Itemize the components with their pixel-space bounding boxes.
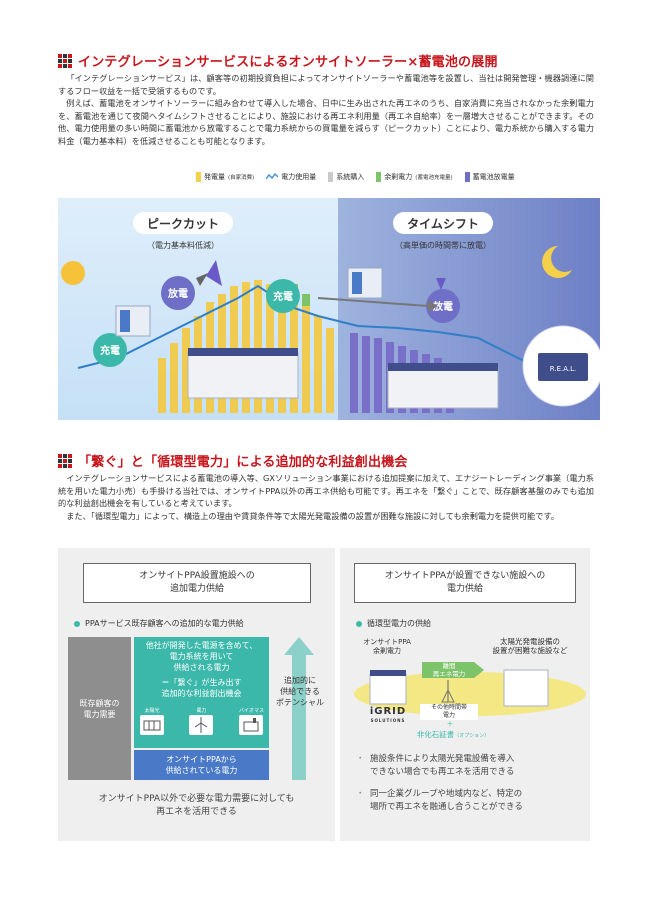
wind-turbine-icon [189, 715, 214, 735]
section2-body: インテグレーションサービスによる蓄電池の導入等、GXソリューション事業における追… [58, 472, 594, 522]
igrid-logo: iGRID SOLUTIONS [369, 706, 407, 723]
plus-sign: ＋ [446, 720, 454, 728]
shift-arrow-line [317, 297, 429, 307]
peak-triangle-icon [206, 260, 222, 286]
battery-unit-icon [115, 305, 151, 337]
grid-bullet-icon [58, 453, 72, 468]
battery-unit-icon-2 [347, 267, 383, 299]
usage-line [77, 284, 599, 385]
solar-panel-icon [140, 715, 164, 735]
section1-body: 「インテグレーションサービス」は、顧客等の初期投資負担によってオンサイトソーラー… [58, 72, 594, 148]
remote-power-label: 離間 再エネ電力 [432, 662, 466, 678]
section1-heading: インテグレーションサービスによるオンサイトソーラー×蓄電池の展開 [78, 55, 498, 70]
peakcut-pill [133, 212, 233, 234]
hero-illustration: ピークカット （電力基本料低減） タイムシフト （高単価の時間帯に放電） 充電 … [58, 198, 600, 420]
surplus-label: オンサイトPPA 余剰電力 [363, 638, 411, 655]
biomass-source: バイオマス [239, 707, 264, 735]
legend-swatch-purple [464, 172, 470, 182]
section2-title: 「繋ぐ」と「循環型電力」による追加的な利益創出機会 [58, 451, 408, 470]
circular-power-diagram [354, 662, 586, 716]
peakcut-title: ピークカット [147, 217, 219, 231]
legend-discharge: 蓄電池放電量 [464, 172, 515, 182]
section2-paragraph-1: インテグレーションサービスによる蓄電池の導入等、GXソリューション事業における追… [58, 473, 594, 509]
right-sub-label: 循環型電力の供給 [356, 618, 431, 629]
section2-heading: 「繋ぐ」と「循環型電力」による追加的な利益創出機会 [78, 455, 408, 470]
discharge-label-2: 放電 [432, 300, 453, 313]
legend-surplus: 余剰電力(蓄電池充電量) [376, 172, 453, 182]
section1-paragraph-2: 例えば、蓄電池をオンサイトソーラーに組み合わせて導入した場合、日中に生み出された… [58, 98, 594, 146]
real-monitor-icon [538, 353, 588, 381]
legend-grid-purchase: 系統購入 [328, 172, 364, 182]
shift-arrow-icon [428, 300, 438, 312]
charge-label-2: 充電 [273, 290, 293, 303]
charge-bubble-1 [93, 333, 127, 367]
charge-label-1: 充電 [100, 344, 120, 357]
timeshift-pill [393, 212, 493, 234]
potential-label: 追加的に 供給できる ポテンシャル [276, 676, 324, 707]
discharge-bubble-2 [426, 289, 460, 323]
timeshift-triangle-icon [436, 278, 446, 290]
line-swatch-icon [266, 173, 279, 180]
left-panel-footer: オンサイトPPA以外で必要な電力需要に対しても 再エネを活用できる [98, 794, 295, 817]
section2-paragraph-2: また、「循環型電力」によって、構造上の理由や賃貸条件等で太陽光発電設備の設置が困… [66, 510, 559, 521]
legend-usage: 電力使用量 [266, 172, 316, 182]
existing-demand-bar: 既存顧客の 電力需要 [68, 637, 131, 780]
bullet-item-2: 同一企業グループや地域内など、特定の 場所で再エネを融通し合うことができる [356, 788, 586, 814]
factory-building-icon-2 [387, 363, 499, 409]
grid-bullet-icon [58, 53, 72, 68]
onsite-ppa-bar: オンサイトPPAから 供給されている電力 [134, 750, 269, 780]
facility-label: 太陽光発電設備の 設置が困難な施設など [492, 637, 568, 655]
timeshift-sub: （高単価の時間帯に放電） [395, 240, 491, 250]
solar-source: 太陽光 [140, 707, 164, 735]
legend-swatch-gray [328, 172, 334, 182]
real-label: R.E.A.L. [550, 365, 577, 373]
energy-source-icons: 太陽光 風力 バイオマス [140, 707, 264, 735]
bullet-dot-icon [74, 620, 80, 627]
left-panel-header: オンサイトPPA設置施設への 追加電力供給 [83, 563, 311, 603]
wind-source: 風力 [189, 707, 214, 735]
discharge-label-1: 放電 [167, 287, 188, 300]
left-sub-label: PPAサービス既存顧客への追加的な電力供給 [74, 618, 244, 629]
arrow-icon [196, 273, 208, 286]
legend-generation: 発電量(自家消費) [196, 172, 254, 182]
legend-swatch-green [376, 172, 382, 182]
section1-title: インテグレーションサービスによるオンサイトソーラー×蓄電池の展開 [58, 51, 498, 70]
bullet-item-1: 施設条件により太陽光発電設備を導入 できない場合でも再エネを活用できる [356, 753, 586, 779]
potential-arrow-icon [284, 637, 314, 780]
right-panel-header: オンサイトPPAが設置できない施設への 電力供給 [354, 563, 576, 603]
moon-icon [542, 246, 572, 278]
chart-legend: 発電量(自家消費) 電力使用量 系統購入 余剰電力(蓄電池充電量) 蓄電池放電量 [196, 172, 596, 182]
certificate-label: 非化石証書（オプション） [416, 730, 490, 739]
biomass-plant-icon [239, 715, 264, 735]
section1-paragraph-1: 「インテグレーションサービス」は、顧客等の初期投資負担によってオンサイトソーラー… [58, 73, 594, 96]
right-bullet-list: 施設条件により太陽光発電設備を導入 できない場合でも再エネを活用できる 同一企業… [356, 753, 586, 814]
sun-icon [61, 261, 85, 285]
factory-building-icon [187, 348, 299, 399]
hero-svg: ピークカット （電力基本料低減） タイムシフト （高単価の時間帯に放電） 充電 … [58, 198, 600, 420]
other-time-label: その他時間帯 電力 [420, 704, 478, 720]
bullet-dot-icon [356, 620, 362, 627]
legend-swatch-yellow [196, 172, 201, 182]
discharge-bubble-1 [161, 276, 195, 310]
peakcut-sub: （電力基本料低減） [147, 240, 219, 250]
charge-bubble-2 [266, 279, 300, 313]
timeshift-title: タイムシフト [407, 217, 479, 231]
